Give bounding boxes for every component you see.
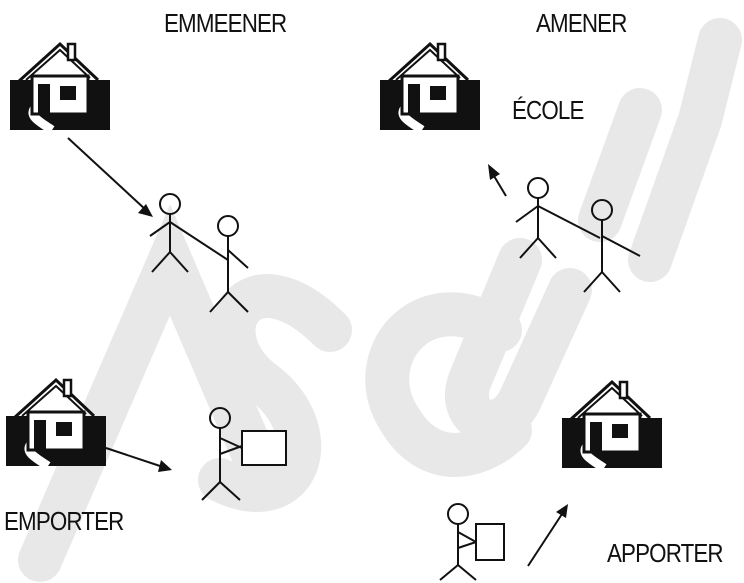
house-icon: [10, 44, 110, 130]
house-icon: [562, 382, 662, 468]
label-apporter: APPORTER: [607, 538, 724, 568]
label-amener: AMENER: [536, 8, 627, 38]
stick-figure-icon: [201, 407, 243, 501]
label-emporter: EMPORTER: [4, 506, 124, 536]
stick-figure-icon: [209, 215, 249, 313]
arrow-icon: [67, 137, 153, 217]
arrow-icon: [488, 164, 507, 197]
label-ecole: ÉCOLE: [512, 95, 584, 125]
house-icon: [380, 44, 480, 130]
arrow-icon: [527, 504, 568, 567]
box-icon: [475, 523, 505, 561]
label-emmener: EMMEENER: [164, 8, 287, 38]
arrow-icon: [105, 447, 172, 472]
stick-figure-icon: [583, 199, 641, 293]
box-icon: [241, 430, 287, 466]
stick-figure-icon: [515, 177, 601, 259]
watermark: [18, 18, 742, 582]
stick-figure-icon: [149, 193, 229, 273]
stick-figure-icon: [439, 503, 477, 581]
